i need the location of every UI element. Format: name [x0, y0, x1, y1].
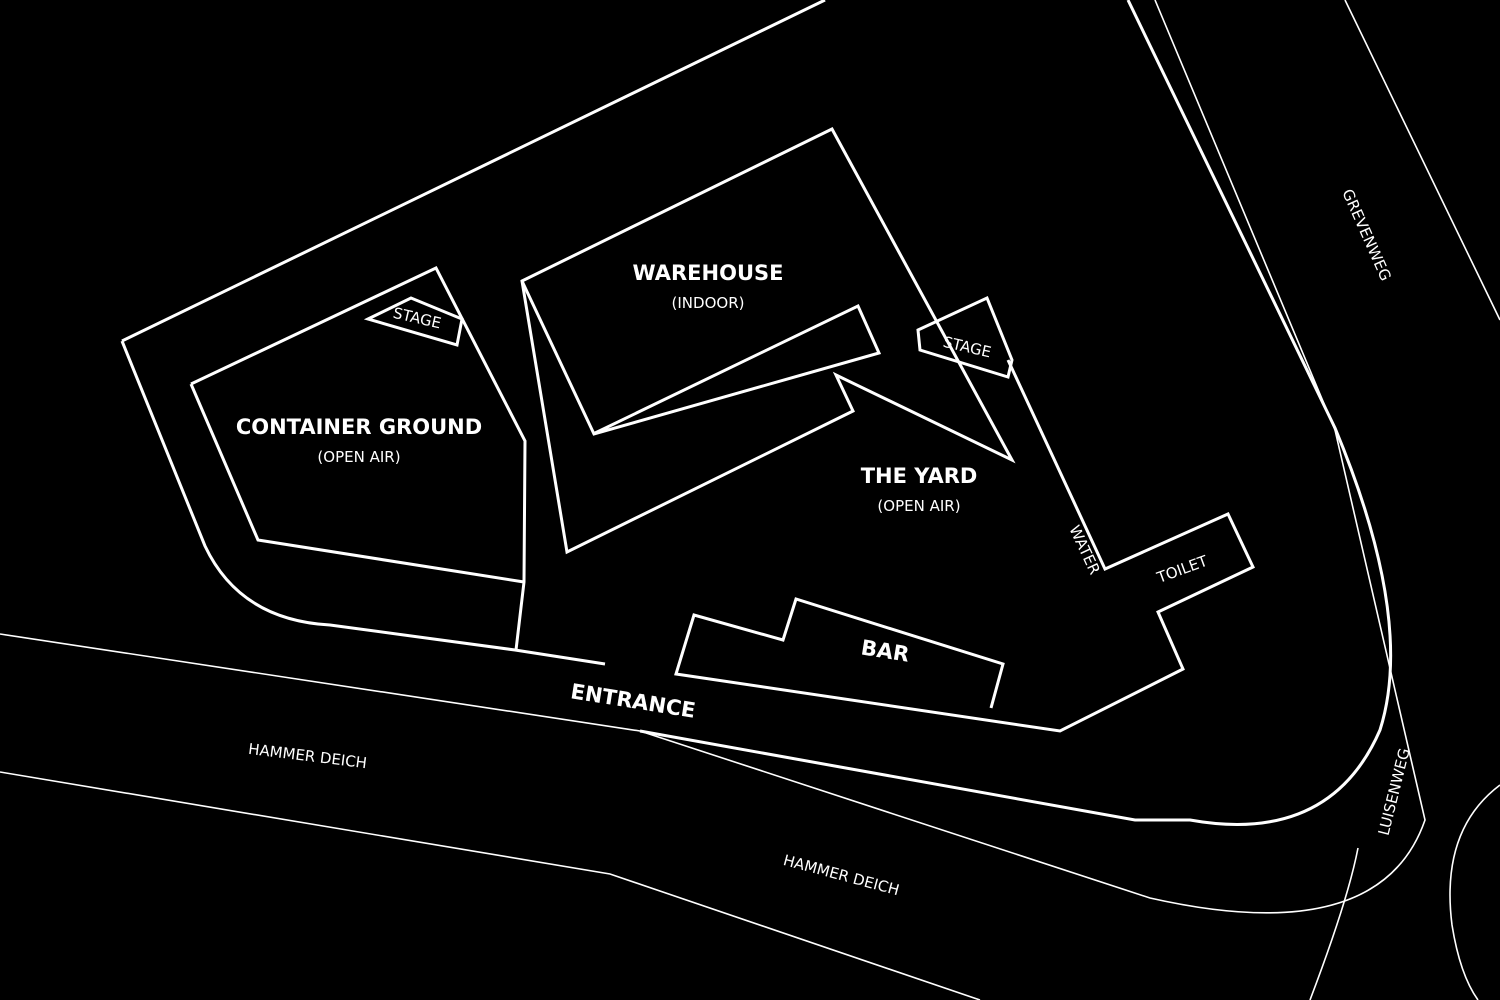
container-ground-subtitle: (OPEN AIR): [317, 448, 400, 466]
street-grevenweg: GREVENWEG: [1338, 186, 1394, 283]
hammer-deich-north-edge: [0, 0, 1426, 914]
toilet-label: TOILET: [1154, 552, 1211, 587]
container-ground-outline: [120, 340, 606, 666]
warehouse-title: WAREHOUSE: [633, 261, 784, 285]
warehouse-subtitle: (INDOOR): [672, 294, 745, 312]
street-luisenweg: LUISENWEG: [1375, 746, 1414, 837]
warehouse-inner-outline: [520, 280, 882, 436]
area-labels: CONTAINER GROUND (OPEN AIR) WAREHOUSE (I…: [236, 261, 977, 515]
hammer-deich-south-edge: [0, 771, 981, 1000]
luisenweg-west-edge: [1309, 847, 1359, 1000]
the-yard-subtitle: (OPEN AIR): [877, 497, 960, 515]
container-ground-inner-outline: [189, 266, 527, 651]
venue-outlines: [120, 0, 1393, 826]
container-ground-title: CONTAINER GROUND: [236, 415, 482, 439]
entrance-label: ENTRANCE: [569, 679, 697, 722]
warehouse-outline: [520, 127, 1016, 555]
yard-east-boundary: [674, 359, 1255, 733]
venue-perimeter: [121, 0, 1393, 826]
yard-stage-outline: [916, 295, 1014, 379]
feature-labels: STAGE STAGE WATER TOILET BAR ENTRANCE: [391, 304, 1210, 723]
street-hammer-deich-west: HAMMER DEICH: [247, 740, 368, 772]
bar-label: BAR: [859, 635, 911, 666]
luisenweg-curb-arc: [1449, 784, 1500, 1000]
grevenweg-east-edge: [1344, 0, 1500, 321]
street-hammer-deich-east: HAMMER DEICH: [781, 851, 901, 899]
water-label: WATER: [1065, 522, 1103, 577]
street-labels: HAMMER DEICH HAMMER DEICH GREVENWEG LUIS…: [247, 186, 1413, 899]
yard-stage-label: STAGE: [941, 333, 992, 361]
container-stage-outline: [363, 296, 464, 347]
the-yard-title: THE YARD: [861, 464, 978, 488]
